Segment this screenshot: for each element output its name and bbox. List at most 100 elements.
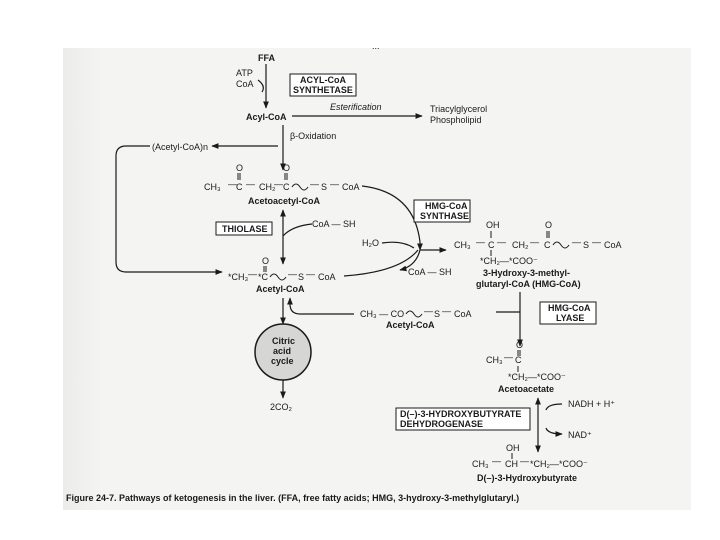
hmg-synthase-arrow xyxy=(361,185,423,251)
hmg-coa-label-2: glutaryl-CoA (HMG-CoA) xyxy=(476,279,581,289)
lyase-dash-1: — xyxy=(424,306,433,316)
lyase-coa: CoA xyxy=(454,309,472,319)
cycle-line-3: cycle xyxy=(271,356,294,366)
aa-dash-1: — xyxy=(504,352,513,362)
figure-caption: Figure 24-7. Pathways of ketogenesis in … xyxy=(66,493,519,503)
hb-ch3: CH₃ xyxy=(472,459,489,469)
acyl-coa-synthetase-box xyxy=(289,73,357,97)
hmg-coa: CoA xyxy=(604,240,622,250)
hmg-lyase-label-2: LYASE xyxy=(556,313,584,323)
acetoacetyl-ch3: CH₃ xyxy=(204,182,221,192)
coa-sh-label-2: CoA — SH xyxy=(408,267,452,277)
triacylglycerol-label: Triacylglycerol xyxy=(430,104,487,114)
coa-label: CoA xyxy=(236,79,254,89)
acetoacetyl-dash-4: — xyxy=(310,179,319,189)
acetoacetyl-coa-label: Acetoacetyl-CoA xyxy=(248,196,321,206)
acetoacetyl-dash-5: — xyxy=(330,179,339,189)
acetyl-n-return-loop xyxy=(115,145,223,275)
hmg-lyase-label-1: HMG-CoA xyxy=(548,303,591,313)
hmg-coa-label-1: 3-Hydroxy-3-methyl- xyxy=(483,268,570,278)
aa-ch3: CH₃ xyxy=(486,355,503,365)
acetyl-s: S xyxy=(298,272,304,282)
hmg-thioester-bond xyxy=(552,241,570,249)
hmg-c2: C xyxy=(544,240,551,250)
acetyl-dash-1: — xyxy=(248,269,257,279)
ffa-label: FFA xyxy=(258,53,275,63)
acetoacetyl-c2: C xyxy=(283,182,290,192)
scanned-page xyxy=(63,48,691,510)
hmg-dash-3: — xyxy=(530,237,539,247)
hmg-dash-1: — xyxy=(476,237,485,247)
acetoacetyl-o1: O xyxy=(236,163,243,173)
hmg-dash-4: — xyxy=(572,237,581,247)
dehydrogenase-box xyxy=(395,407,531,431)
acetoacetyl-coa: CoA xyxy=(342,182,360,192)
acetyl-ch3: *CH₃ xyxy=(228,272,249,282)
h2o-label: H₂O xyxy=(362,238,379,248)
co2-label: 2CO₂ xyxy=(270,402,293,412)
hmg-c1: C xyxy=(488,240,495,250)
acetyl-coa-label: Acetyl-CoA xyxy=(256,284,305,294)
acetoacetyl-thioester-bond xyxy=(291,183,309,191)
hmg-s: S xyxy=(583,240,589,250)
phospholipid-label: Phospholipid xyxy=(430,115,482,125)
dehydrogenase-label-2: DEHYDROGENASE xyxy=(400,419,483,429)
hmg-lyase-box xyxy=(539,301,597,325)
header-fragment: ... xyxy=(372,41,380,51)
hmg-o: O xyxy=(545,220,552,230)
hmg-ch2: CH₂ xyxy=(512,240,529,250)
acetoacetyl-ch2: CH₂ xyxy=(259,182,276,192)
acetyl-dash-2: — xyxy=(288,269,297,279)
hb-dash-2: — xyxy=(520,456,529,466)
acyl-coa-synthetase-label-1: ACYL-CoA xyxy=(300,75,346,85)
atp-label: ATP xyxy=(236,68,253,78)
acetoacetyl-dash-2: — xyxy=(246,179,255,189)
lyase-s: S xyxy=(434,309,440,319)
acetoacetyl-dash-1: — xyxy=(228,179,237,189)
acetyl-coa: CoA xyxy=(318,272,336,282)
nad-arc xyxy=(545,427,563,437)
acyl-coa-synthetase-label-2: SYNTHETASE xyxy=(293,85,353,95)
atp-side-arc xyxy=(257,79,264,93)
coa-sh-label: CoA — SH xyxy=(312,219,356,229)
hmg-ch3: CH₃ xyxy=(454,240,471,250)
h2o-arc xyxy=(381,241,415,249)
acetyl-dash-3: — xyxy=(306,269,315,279)
dehydrogenase-label-1: D(–)-3-HYDROXYBUTYRATE xyxy=(400,409,521,419)
cycle-line-2: acid xyxy=(273,346,291,356)
esterification-label: Esterification xyxy=(330,102,382,112)
hmg-dash-2: — xyxy=(497,237,506,247)
hb-tail: *CH₂—*COO⁻ xyxy=(530,459,588,469)
acetyl-o: O xyxy=(262,256,269,266)
aa-o: O xyxy=(516,340,523,350)
acetyl-c: *C xyxy=(258,272,269,282)
acetyl-thioester-bond xyxy=(269,273,287,281)
acetoacetyl-c1: C xyxy=(236,182,243,192)
lyase-dash-2: — xyxy=(442,306,451,316)
hmg-oh: OH xyxy=(486,220,500,230)
cycle-line-1: Citric xyxy=(272,336,295,346)
aa-c: C xyxy=(515,355,522,365)
beta-oxidation-label: β-Oxidation xyxy=(290,131,336,141)
lyase-acetyl: CH₃ — CO xyxy=(360,309,404,319)
hmg-dash-5: — xyxy=(592,237,601,247)
hb-oh: OH xyxy=(506,443,520,453)
acetyl-n-label: (Acetyl-CoA)n xyxy=(152,142,208,152)
hmg-synthase-label-2: SYNTHASE xyxy=(420,211,469,221)
thiolase-box xyxy=(215,221,273,236)
nadh-arc xyxy=(545,403,563,411)
nadh-label: NADH + H⁺ xyxy=(568,399,615,409)
acetyl-coa-label-2: Acetyl-CoA xyxy=(386,320,435,330)
aa-sub: *CH₂—*COO⁻ xyxy=(508,372,566,382)
hb-ch: CH xyxy=(505,459,518,469)
nad-label: NAD⁺ xyxy=(568,430,592,440)
acetoacetate-label: Acetoacetate xyxy=(498,384,554,394)
coa-sh-release-arc xyxy=(399,249,421,272)
acetoacetyl-s: S xyxy=(321,182,327,192)
acetyl-to-synthase-arc xyxy=(343,249,419,277)
lyase-to-acetylcoa-arrow xyxy=(287,297,354,315)
scan-shadow xyxy=(63,48,103,510)
hmg-synthase-box xyxy=(413,199,471,223)
hydroxybutyrate-label: D(–)-3-Hydroxybutyrate xyxy=(477,473,577,483)
